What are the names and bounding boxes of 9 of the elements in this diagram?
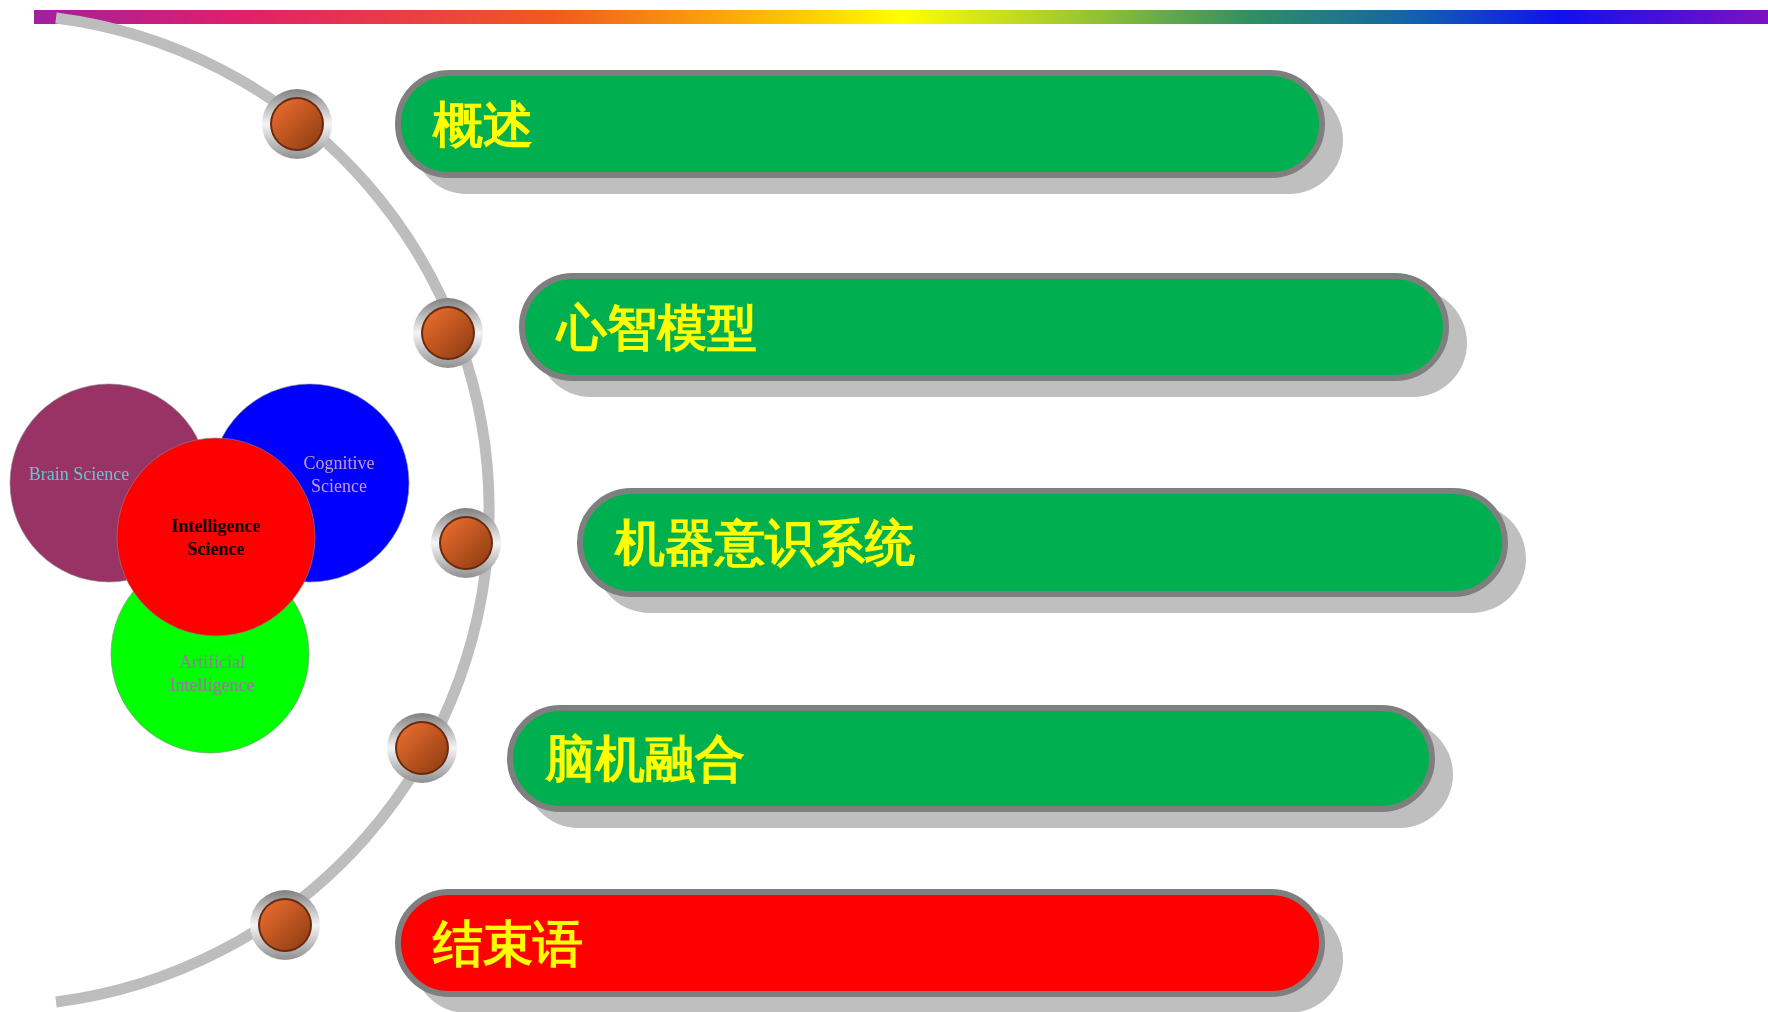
circle-label: Cognitive Science [283,451,395,497]
agenda-title: 结束语 [433,915,583,971]
circle-label: Brain Science [23,462,135,486]
agenda-title: 概述 [433,96,533,152]
circle-label: Intelligence Science [160,514,272,560]
agenda-title: 心智模型 [557,299,757,355]
agenda-title: 脑机融合 [545,731,745,786]
circle-label: Artificial Intelligence [156,650,268,696]
agenda-title: 机器意识系统 [615,515,915,570]
